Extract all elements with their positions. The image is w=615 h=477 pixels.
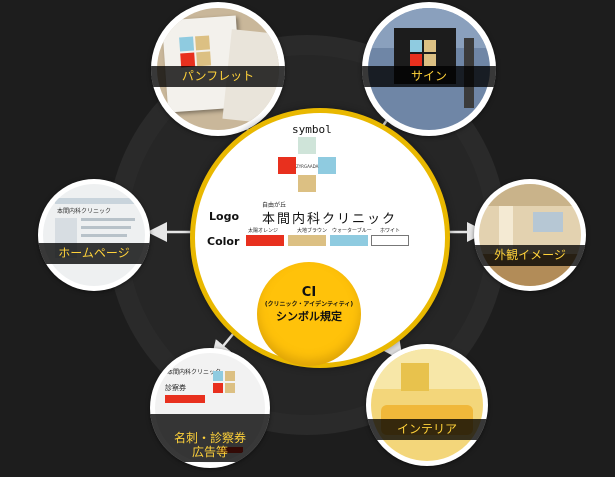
symbol-mark: ZYRGAADA	[278, 137, 338, 193]
swatch-brown	[288, 235, 326, 246]
swatch-white	[371, 235, 409, 246]
satellite-sign[interactable]: サイン	[362, 2, 496, 136]
symbol-label: symbol	[292, 123, 332, 136]
swatch-name: ウォーターブルー	[332, 228, 372, 234]
logo-sub: 自由が丘	[262, 202, 287, 209]
homepage-photo: 本間内科クリニック	[43, 184, 145, 286]
satellite-label: 名刺・診察券 広告等	[150, 414, 270, 462]
satellite-label: パンフレット	[151, 66, 285, 87]
satellite-label: サイン	[362, 66, 496, 87]
meishi-thumb-card: 診察券	[165, 384, 186, 392]
ci-title: CI	[301, 285, 317, 300]
ci-sub: (クリニック・アイデンティティ)	[264, 301, 354, 308]
satellite-label: 外観イメージ	[474, 245, 586, 266]
swatch-blue	[330, 235, 368, 246]
color-label: Color	[207, 235, 240, 248]
swatch-name: 太陽オレンジ	[248, 228, 279, 234]
satellite-meishi[interactable]: 本間内科クリニック 診察券 名刺・診察券 広告等	[150, 348, 270, 468]
homepage-thumb-title: 本間内科クリニック	[57, 208, 112, 215]
satellite-pamphlet[interactable]: パンフレット	[151, 2, 285, 136]
symbol-caption: ZYRGAADA	[296, 164, 319, 169]
exterior-photo	[479, 184, 581, 286]
swatch-name: ホワイト	[380, 228, 401, 234]
meishi-thumb-title: 本間内科クリニック	[167, 369, 222, 376]
satellite-interior[interactable]: インテリア	[366, 344, 488, 466]
swatch-name: 大地ブラウン	[297, 228, 328, 234]
ci-rule: シンボル規定	[276, 310, 342, 323]
interior-photo	[371, 349, 483, 461]
logo-label: Logo	[209, 210, 239, 223]
swatch-orange	[246, 235, 284, 246]
satellite-exterior[interactable]: 外観イメージ	[474, 179, 586, 291]
satellite-label: ホームページ	[38, 243, 150, 264]
satellite-label: インテリア	[366, 419, 488, 440]
ci-badge: CI (クリニック・アイデンティティ) シンボル規定	[257, 262, 361, 366]
satellite-label-text: 名刺・診察券 広告等	[173, 431, 246, 459]
satellite-homepage[interactable]: 本間内科クリニック ホームページ	[38, 179, 150, 291]
logo-text: 本間内科クリニック	[262, 212, 398, 227]
